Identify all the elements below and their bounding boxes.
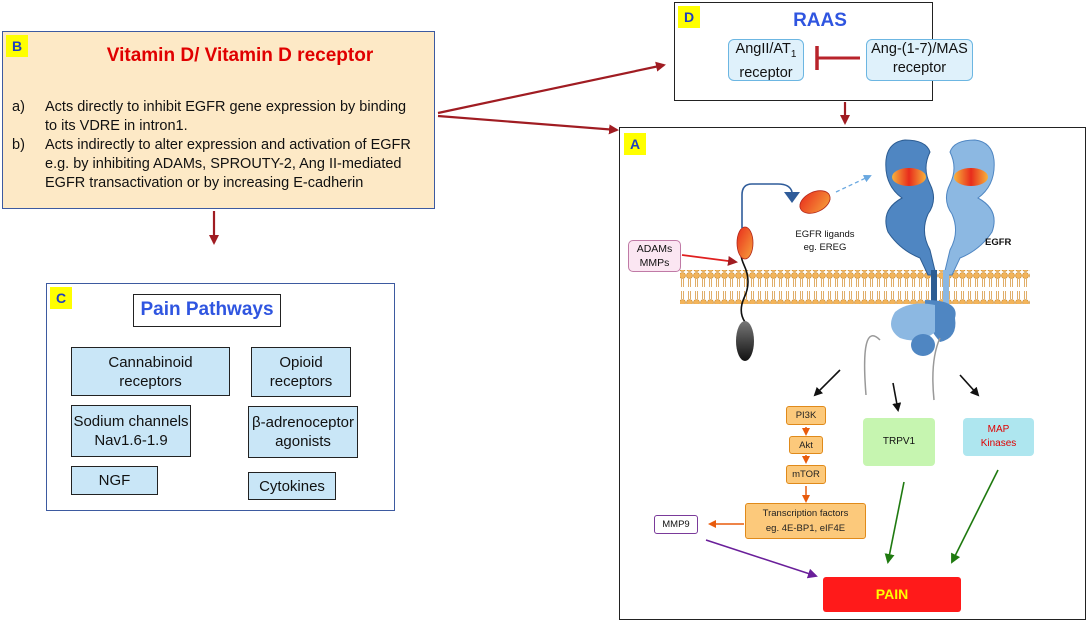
panel-b-item-a-line2: to its VDRE in intron1. (45, 118, 188, 134)
panel-c-tag: C (50, 287, 72, 309)
pain-box-sodium: Sodium channels Nav1.6-1.9 (71, 405, 191, 457)
map-kinases-box: MAP Kinases (963, 418, 1034, 456)
panel-a-tag: A (624, 133, 646, 155)
adams-line1: ADAMs (636, 243, 673, 255)
pain-box-sodium-line2: Nav1.6-1.9 (94, 432, 168, 449)
pain-box-beta-line1: β-adrenoceptor (251, 414, 355, 431)
panel-d-tag: D (678, 6, 700, 28)
pain-box: PAIN (823, 577, 961, 612)
ligands-line2: eg. EREG (803, 242, 847, 253)
egfr-label: EGFR (985, 237, 1012, 248)
arrow-to-pi3k (813, 369, 841, 397)
pi3k-box: PI3K (786, 406, 826, 425)
pain-box-ngf: NGF (71, 466, 158, 495)
panel-b-item-b-line1: Acts indirectly to alter expression and … (45, 137, 411, 153)
pain-box-opioid-line1: Opioid (279, 354, 323, 371)
adams-arrow (681, 254, 738, 266)
panel-b-title: Vitamin D/ Vitamin D receptor (106, 45, 374, 66)
pain-box-opioid: Opioid receptors (251, 347, 351, 397)
adams-mmps-box: ADAMs MMPs (628, 240, 681, 272)
angii-at1-line1: AngII/AT (735, 41, 791, 57)
egfr-receptor-icon (863, 139, 995, 401)
panel-b-tag: B (6, 35, 28, 57)
arrow-b-to-a (437, 114, 619, 135)
arrow-trpv1-pain (884, 481, 905, 564)
pain-box-opioid-line2: receptors (269, 373, 333, 390)
panel-b-item-b-line3: EGFR transactivation or by increasing E-… (45, 175, 364, 191)
tf-line1: Transcription factors (762, 508, 849, 519)
panel-b-item-b-letter: b) (12, 137, 25, 153)
pain-box-cytokines: Cytokines (248, 472, 336, 500)
trpv1-box: TRPV1 (863, 418, 935, 466)
pain-box-cannabinoid-line1: Cannabinoid (108, 353, 193, 371)
panel-c-title: Pain Pathways (133, 294, 281, 327)
adams-line2: MMPs (639, 257, 670, 269)
ang17-mas-line1: Ang-(1-7)/MAS (871, 41, 968, 57)
panel-b-item-a-line1: Acts directly to inhibit EGFR gene expre… (45, 99, 407, 115)
release-curve (741, 183, 793, 228)
ligands-line1: EGFR ligands (795, 229, 855, 240)
mmp9-box: MMP9 (654, 515, 698, 534)
arrow-to-trpv1 (892, 382, 902, 412)
pain-box-beta-line2: agonists (275, 433, 331, 450)
panel-b-item-a-letter: a) (12, 99, 25, 115)
pain-box-cannabinoid-line2: receptors (119, 372, 182, 390)
egfr-ligand-icon (799, 190, 831, 214)
arrow-mmp9-pain (705, 539, 818, 579)
mtor-box: mTOR (786, 465, 826, 484)
angii-at1-sub: 1 (790, 48, 797, 60)
panel-b (2, 31, 435, 209)
ang17-mas-box: Ang-(1-7)/MAS receptor (866, 39, 973, 81)
angii-at1-box: AngII/AT1 receptor (728, 39, 804, 81)
cell-membrane (680, 270, 1030, 304)
panel-d-title: RAAS (793, 10, 847, 31)
arrow-map-pain (951, 469, 999, 564)
transcription-factors-box: Transcription factors eg. 4E-BP1, eIF4E (745, 503, 866, 539)
panel-b-item-b-line2: e.g. by inhibiting ADAMs, SPROUTY-2, Ang… (45, 156, 402, 172)
precursor-ligand-icon (736, 226, 754, 260)
pain-box-cannabinoid: Cannabinoid receptors (71, 347, 230, 396)
map-line1: MAP (987, 424, 1010, 435)
pain-box-beta: β-adrenoceptor agonists (248, 406, 358, 458)
angii-at1-line2: receptor (739, 64, 793, 81)
pain-box-sodium-line1: Sodium channels (73, 413, 189, 430)
arrow-b-to-d (437, 61, 666, 115)
map-line2: Kinases (980, 438, 1017, 449)
precursor-cytoplasmic-icon (736, 321, 754, 361)
ang17-mas-line2: receptor (892, 60, 947, 76)
arrow-to-map (959, 374, 980, 397)
egfr-ligands-label: EGFR ligands eg. EREG (780, 228, 870, 254)
tf-line2: eg. 4E-BP1, eIF4E (765, 523, 846, 534)
akt-box: Akt (789, 436, 823, 454)
ligand-to-egfr-arrow (835, 174, 872, 193)
release-arrowhead (784, 192, 800, 203)
